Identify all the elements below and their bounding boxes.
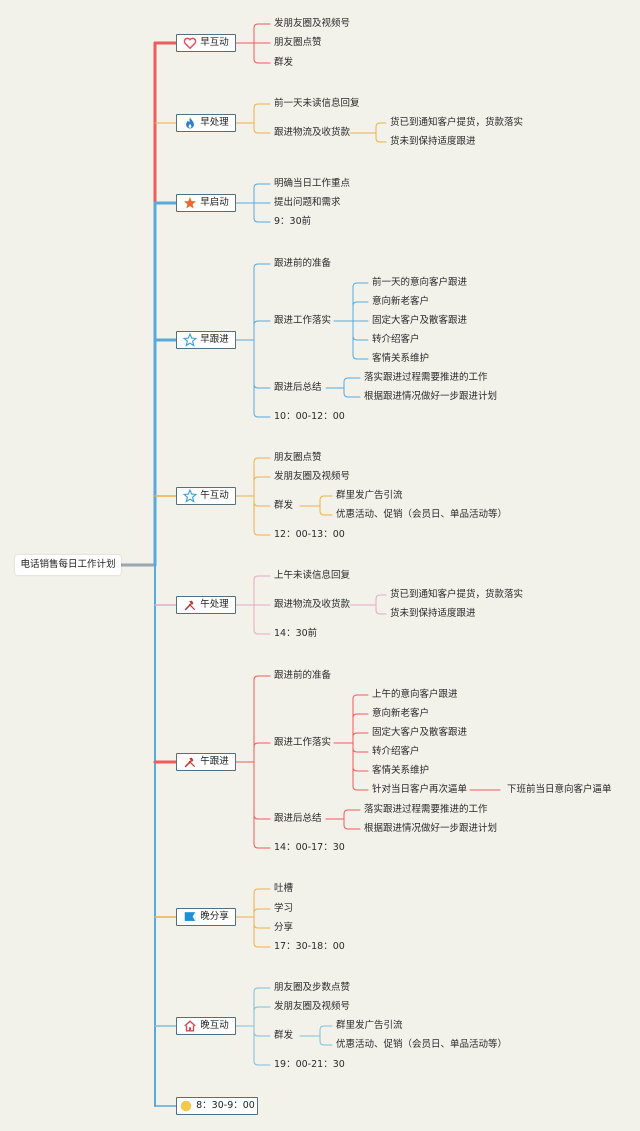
leaf-subitem[interactable]: 货未到保持适度跟进 — [390, 608, 476, 619]
leaf-subitem[interactable]: 落实跟进过程需要推进的工作 — [364, 372, 488, 383]
sun-icon — [179, 1099, 193, 1113]
node-time-830[interactable]: 8：30-9：00 — [176, 1097, 258, 1115]
leaf-item[interactable]: 朋友圈点赞 — [274, 452, 322, 463]
leaf-subitem[interactable]: 根据跟进情况做好一步跟进计划 — [364, 823, 498, 834]
leaf-item[interactable]: 14：30前 — [274, 628, 318, 639]
node-label: 午处理 — [200, 599, 229, 610]
leaf-subitem[interactable]: 前一天的意向客户跟进 — [372, 277, 468, 288]
leaf-item[interactable]: 前一天未读信息回复 — [274, 98, 360, 109]
leaf-subitem[interactable]: 优惠活动、促销（会员日、单品活动等） — [336, 509, 508, 520]
node-morning-followup[interactable]: 早跟进 — [176, 331, 236, 349]
leaf-item[interactable]: 10：00-12：00 — [274, 411, 345, 422]
leaf-subitem[interactable]: 货未到保持适度跟进 — [390, 136, 476, 147]
root-node[interactable]: 电话销售每日工作计划 — [15, 555, 121, 575]
leaf-item[interactable]: 跟进工作落实 — [274, 315, 332, 326]
leaf-item[interactable]: 14：00-17：30 — [274, 842, 345, 853]
node-label: 晚互动 — [200, 1020, 229, 1031]
leaf-item[interactable]: 吐槽 — [274, 883, 294, 894]
leaf-item[interactable]: 提出问题和需求 — [274, 197, 341, 208]
star-outline-icon — [183, 333, 198, 347]
leaf-item[interactable]: 朋友圈点赞 — [274, 37, 322, 48]
leaf-item[interactable]: 上午未读信息回复 — [274, 570, 351, 581]
flag-icon — [183, 910, 197, 924]
node-early-handling[interactable]: 早处理 — [176, 114, 236, 132]
leaf-item[interactable]: 发朋友圈及视频号 — [274, 18, 351, 29]
leaf-subitem[interactable]: 落实跟进过程需要推进的工作 — [364, 804, 488, 815]
leaf-item[interactable]: 跟进物流及收货款 — [274, 599, 351, 610]
leaf-item[interactable]: 12：00-13：00 — [274, 529, 345, 540]
tools-icon — [183, 755, 197, 769]
leaf-item[interactable]: 群发 — [274, 57, 294, 68]
leaf-item[interactable]: 群发 — [274, 1030, 294, 1041]
node-label: 8：30-9：00 — [196, 1100, 255, 1111]
leaf-item[interactable]: 跟进前的准备 — [274, 670, 332, 681]
leaf-subitem[interactable]: 群里发广告引流 — [336, 490, 403, 501]
leaf-item[interactable]: 跟进前的准备 — [274, 258, 332, 269]
leaf-subitem[interactable]: 客情关系维护 — [372, 765, 430, 776]
star-filled-icon — [183, 196, 197, 210]
leaf-item[interactable]: 发朋友圈及视频号 — [274, 1001, 351, 1012]
node-noon-handling[interactable]: 午处理 — [176, 596, 236, 614]
leaf-item[interactable]: 9：30前 — [274, 216, 312, 227]
leaf-item[interactable]: 17：30-18：00 — [274, 941, 345, 952]
leaf-item[interactable]: 19：00-21：30 — [274, 1059, 345, 1070]
leaf-subitem[interactable]: 意向新老客户 — [372, 296, 430, 307]
leaf-item[interactable]: 跟进物流及收货款 — [274, 127, 351, 138]
node-label: 早跟进 — [200, 334, 229, 345]
node-noon-followup[interactable]: 午跟进 — [176, 753, 236, 771]
leaf-subitem[interactable]: 货已到通知客户提货，货款落实 — [390, 117, 524, 128]
node-label: 早互动 — [200, 37, 229, 48]
leaf-subitem[interactable]: 转介绍客户 — [372, 334, 420, 345]
leaf-item[interactable]: 跟进工作落实 — [274, 737, 332, 748]
leaf-subitem[interactable]: 客情关系维护 — [372, 353, 430, 364]
leaf-item[interactable]: 群发 — [274, 500, 294, 511]
leaf-subitem[interactable]: 转介绍客户 — [372, 746, 420, 757]
fire-icon — [183, 116, 197, 130]
star-outline-icon — [183, 489, 198, 503]
leaf-item[interactable]: 学习 — [274, 903, 294, 914]
leaf-subitem[interactable]: 货已到通知客户提货，货款落实 — [390, 589, 524, 600]
leaf-subitem[interactable]: 群里发广告引流 — [336, 1020, 403, 1031]
leaf-item[interactable]: 跟进后总结 — [274, 813, 322, 824]
node-noon-interaction[interactable]: 午互动 — [176, 487, 236, 505]
leaf-subitem[interactable]: 固定大客户及散客跟进 — [372, 727, 468, 738]
heart-icon — [183, 36, 197, 50]
leaf-subitem[interactable]: 优惠活动、促销（会员日、单品活动等） — [336, 1039, 508, 1050]
node-evening-sharing[interactable]: 晚分享 — [176, 908, 236, 926]
leaf-item[interactable]: 朋友圈及步数点赞 — [274, 982, 351, 993]
leaf-subitem[interactable]: 意向新老客户 — [372, 708, 430, 719]
node-label: 午跟进 — [200, 756, 229, 767]
leaf-item[interactable]: 发朋友圈及视频号 — [274, 471, 351, 482]
leaf-subitem[interactable]: 固定大客户及散客跟进 — [372, 315, 468, 326]
node-label: 早启动 — [200, 197, 229, 208]
leaf-item[interactable]: 分享 — [274, 922, 294, 933]
node-early-interaction[interactable]: 早互动 — [176, 34, 236, 52]
leaf-subitem[interactable]: 根据跟进情况做好一步跟进计划 — [364, 391, 498, 402]
leaf-item[interactable]: 跟进后总结 — [274, 382, 322, 393]
node-early-start[interactable]: 早启动 — [176, 194, 236, 212]
leaf-subitem[interactable]: 下班前当日意向客户逼单 — [507, 784, 612, 795]
home-icon — [183, 1019, 197, 1033]
leaf-item[interactable]: 明确当日工作重点 — [274, 178, 351, 189]
leaf-subitem[interactable]: 针对当日客户再次逼单 — [372, 784, 468, 795]
node-evening-interaction[interactable]: 晚互动 — [176, 1017, 236, 1035]
node-label: 午互动 — [200, 490, 229, 501]
node-label: 晚分享 — [200, 911, 229, 922]
tools-icon — [183, 598, 197, 612]
leaf-subitem[interactable]: 上午的意向客户跟进 — [372, 689, 458, 700]
node-label: 早处理 — [200, 117, 229, 128]
